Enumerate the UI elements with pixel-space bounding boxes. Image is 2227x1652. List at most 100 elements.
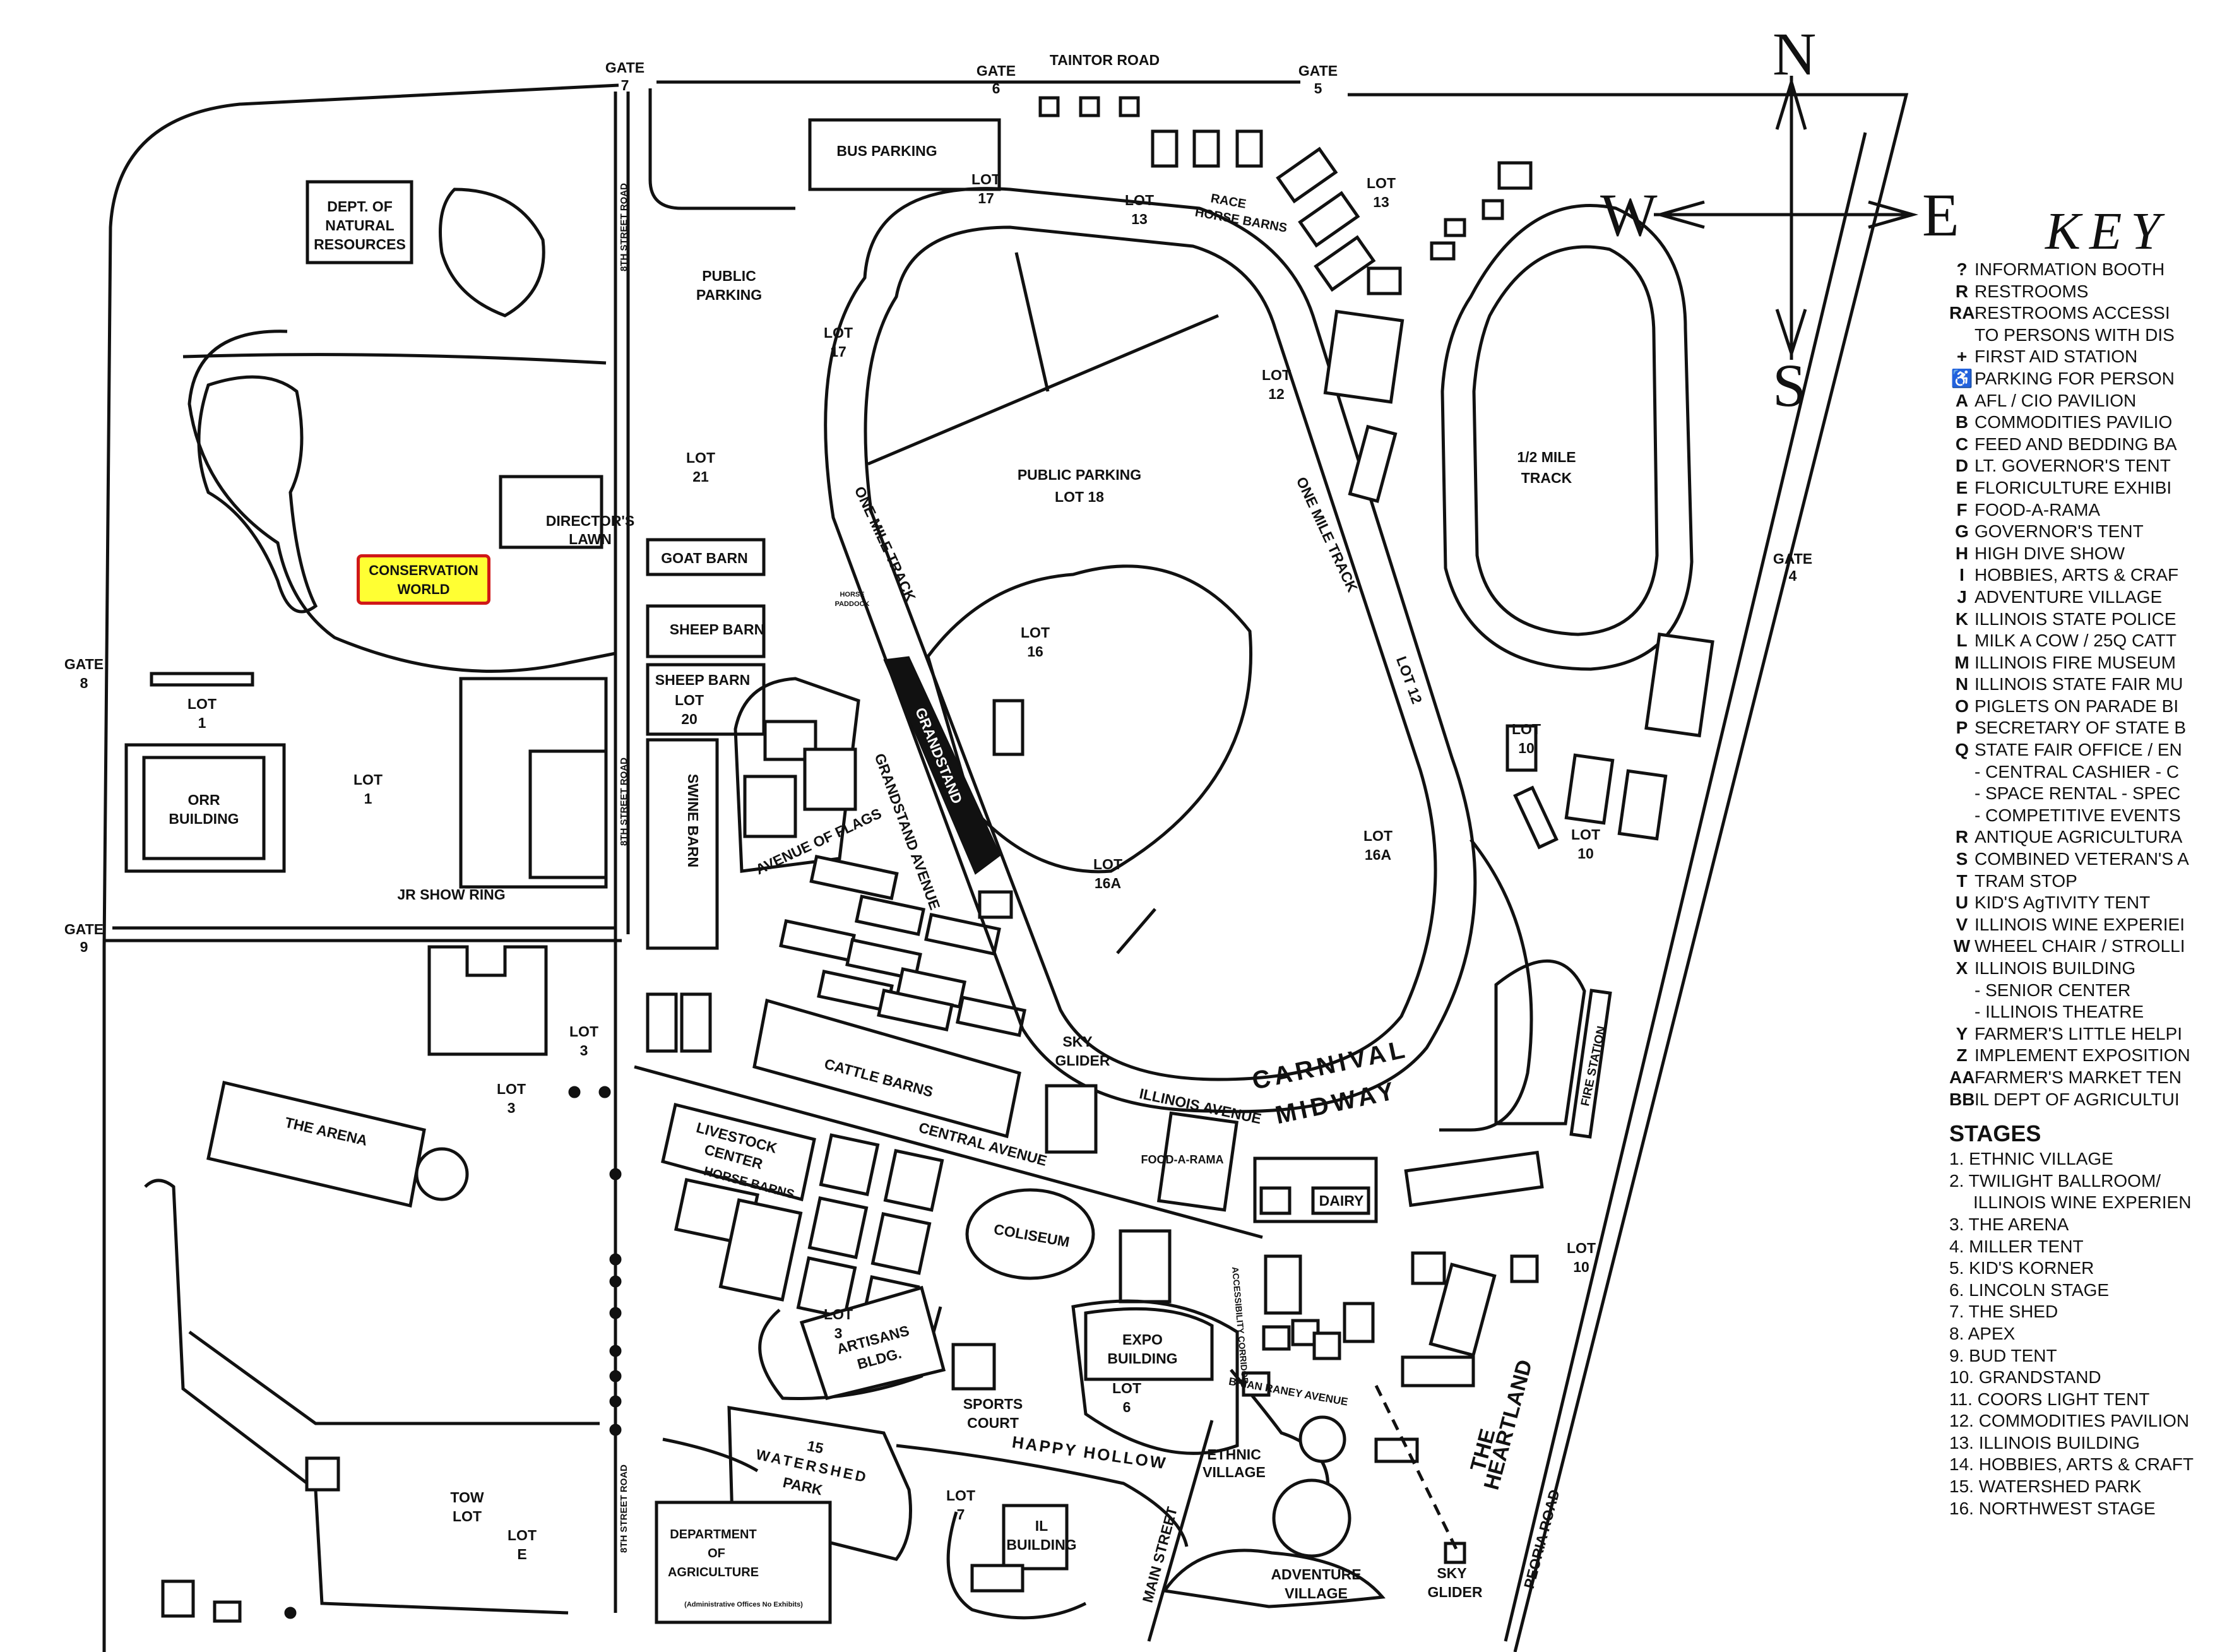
swine-barn-label: SWINE BARN	[685, 774, 701, 867]
key-item-code: +	[1956, 347, 1968, 367]
stage-1-circle	[1298, 1415, 1346, 1463]
lot-10a-num: 10	[1518, 740, 1535, 756]
watershed-park-boundary	[727, 1406, 912, 1561]
lot1-east-block	[528, 749, 608, 879]
compass-west-label: W	[1600, 181, 1658, 249]
infield-circle	[926, 564, 1253, 874]
key-item-code: RA	[1949, 303, 1975, 323]
building-q	[1264, 1254, 1302, 1315]
key-item-code: X	[1956, 958, 1968, 978]
stage-item: 15. WATERSHED PARK	[1949, 1477, 2142, 1497]
goat-barn-label: GOAT BARN	[661, 550, 748, 566]
building-p	[1312, 1331, 1341, 1360]
swine-barn	[646, 738, 719, 950]
lot-17a-num: 17	[978, 190, 994, 206]
tram-stop-dots	[284, 1086, 622, 1619]
lot13-small-3	[1430, 241, 1456, 261]
gate-9-num: 9	[80, 939, 88, 955]
key-item-code: S	[1956, 849, 1968, 869]
key-item-text: ADVENTURE VILLAGE	[1975, 586, 2163, 607]
stage-item: 4. MILLER TENT	[1949, 1236, 2084, 1256]
compass-south-label: S	[1773, 352, 1807, 419]
lot-e-num: E	[517, 1546, 526, 1562]
infield-line	[867, 314, 1219, 466]
key-item-text: SECRETARY OF STATE B	[1975, 718, 2187, 738]
half-mile-track-inner	[1472, 245, 1659, 636]
stage-item: 9. BUD TENT	[1949, 1345, 2057, 1365]
lot-1b-num: 1	[364, 790, 372, 807]
eighth-street-label-3: 8TH STREET ROAD	[619, 1465, 629, 1553]
lot10-building-3	[1513, 785, 1559, 850]
stage-item: 8. APEX	[1949, 1323, 2016, 1343]
dnr-label-3: RESOURCES	[314, 236, 406, 253]
lot-16a2-num: 16A	[1095, 875, 1121, 891]
orr-label-2: BUILDING	[169, 811, 239, 827]
jr-show-ring-label: JR SHOW RING	[397, 886, 505, 903]
main-street	[1147, 1420, 1214, 1642]
key-item: - SPACE RENTAL - SPEC	[1949, 783, 2227, 805]
key-item-text: GOVERNOR'S TENT	[1975, 521, 2144, 542]
one-mile-track-label-1: ONE MILE TRACK	[852, 484, 919, 604]
public-parking-label-1: PUBLIC	[702, 268, 756, 284]
key-item-text: ILLINOIS BUILDING	[1975, 958, 2136, 978]
lot-6-label: LOT	[1112, 1380, 1141, 1396]
compass-north-label: N	[1773, 20, 1817, 88]
key-item: +FIRST AID STATION	[1949, 346, 2227, 368]
directors-lawn-label-1: DIRECTOR'S	[546, 513, 635, 529]
building-m	[1259, 1186, 1292, 1215]
key-item-text: - COMPETITIVE EVENTS	[1975, 805, 2181, 825]
key-item-text: TRAM STOP	[1975, 871, 2077, 891]
race-barn-3	[1119, 96, 1140, 117]
dept-ag-note: (Administrative Offices No Exhibits)	[684, 1601, 803, 1608]
stage-6	[1411, 1251, 1446, 1285]
bus-parking-label: BUS PARKING	[836, 143, 937, 159]
one-mile-track-outer	[824, 187, 1477, 1114]
conservation-pond	[197, 375, 318, 614]
lot13-small-2	[1444, 218, 1466, 237]
race-horse-barns	[1276, 146, 1404, 404]
key-item-code: AA	[1949, 1067, 1975, 1087]
key-item-text: PARKING FOR PERSON	[1975, 368, 2175, 388]
half-mile-track-outer	[1440, 204, 1694, 671]
half-mile-label-1: 1/2 MILE	[1517, 449, 1576, 465]
sports-court	[951, 1343, 996, 1391]
barn-12	[803, 747, 857, 811]
lot-e-building	[305, 1456, 340, 1492]
public-parking-lot18-label-2: LOT 18	[1055, 489, 1104, 505]
adventure-village-circle	[1272, 1478, 1351, 1558]
adventure-village-loop	[1161, 1548, 1386, 1608]
stage-item: 2. TWILIGHT BALLROOM/	[1949, 1170, 2161, 1191]
key-item-code: A	[1955, 390, 1969, 410]
half-mile-label-2: TRACK	[1521, 470, 1572, 486]
stage-item: 7. THE SHED	[1949, 1302, 2058, 1322]
adventure-village-label-1: ADVENTURE	[1271, 1566, 1361, 1583]
key-item-code: I	[1959, 565, 1964, 585]
key-title: KEY	[2045, 202, 2170, 261]
key-item-text: - SENIOR CENTER	[1975, 980, 2131, 1000]
sky-glider-top-label-1: SKY	[1062, 1033, 1092, 1050]
public-parking-lot18-label-1: PUBLIC PARKING	[1018, 466, 1141, 483]
tow-lot-label-1: TOW	[450, 1489, 484, 1506]
key-item: X ILLINOIS BUILDING	[1949, 958, 2227, 980]
key-item-code: Z	[1956, 1045, 1968, 1066]
key-item-code: W	[1953, 936, 1971, 956]
lot-10b-label: LOT	[1571, 826, 1600, 843]
sky-glider-top-label-2: GLIDER	[1055, 1052, 1110, 1069]
swine-barn-wing-1	[646, 992, 678, 1053]
fire-station	[1569, 989, 1612, 1139]
lot-17b-num: 17	[830, 343, 846, 360]
lot-21-num: 21	[692, 468, 709, 485]
building-g	[1262, 1325, 1291, 1351]
stage-13	[970, 1564, 1024, 1593]
lot-labels: LOT 17 LOT 13 LOT 13 LOT 17 LOT 12 LOT 2…	[187, 171, 1600, 1562]
key-item-code: M	[1954, 652, 1969, 672]
key-item-text: KID'S AgTIVITY TENT	[1975, 893, 2151, 913]
il-building-label-1: IL	[1035, 1518, 1048, 1534]
cattle-barns	[752, 998, 1021, 1139]
